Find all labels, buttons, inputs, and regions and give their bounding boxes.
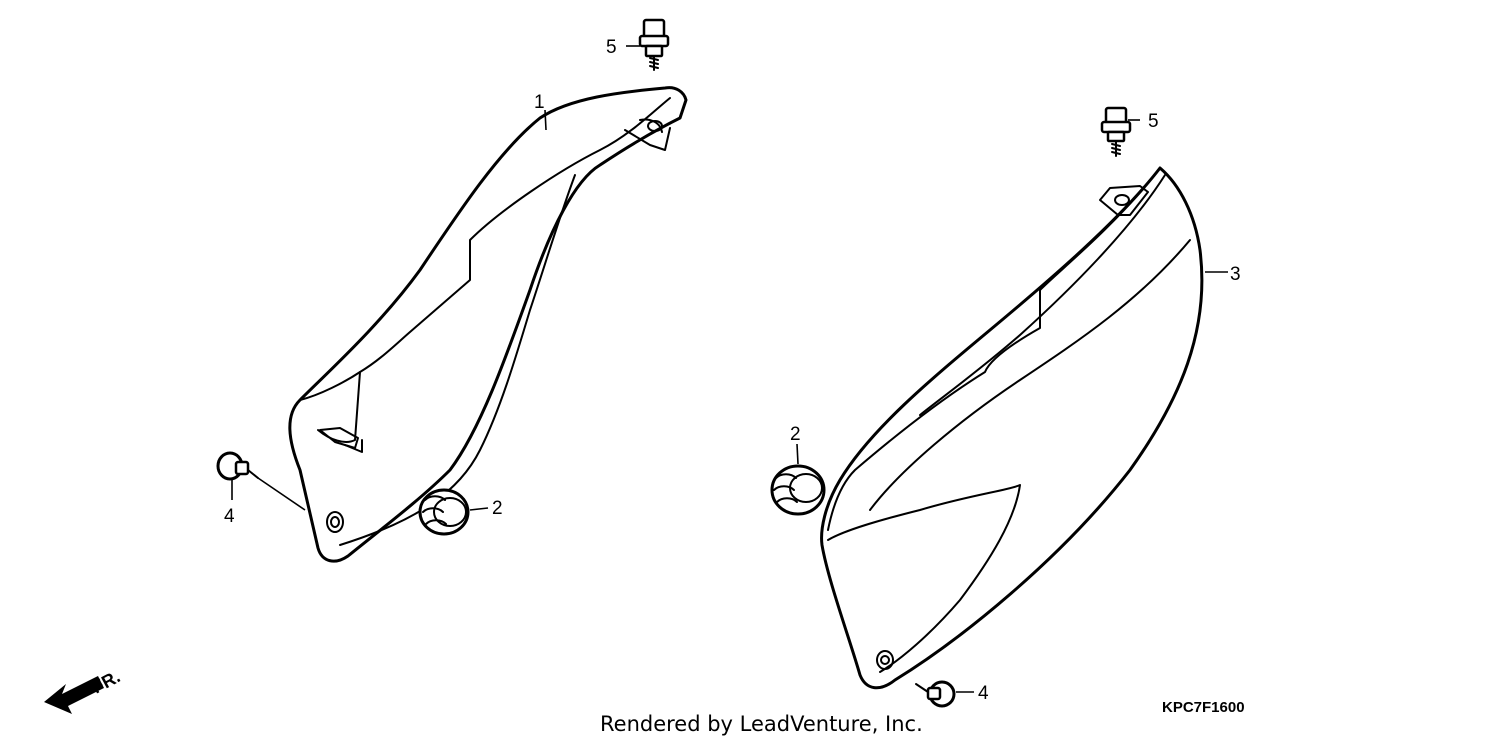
callout-2-right: 2 — [790, 424, 801, 445]
bolt-icon[interactable] — [1100, 106, 1132, 157]
front-direction-arrow-icon — [44, 676, 104, 714]
screw-icon[interactable] — [216, 451, 259, 481]
grommet-icon[interactable] — [418, 488, 470, 536]
callout-5-right: 5 — [1148, 111, 1159, 132]
callout-4-left: 4 — [224, 506, 235, 527]
left-side-cover[interactable] — [288, 86, 688, 563]
callout-4-right: 4 — [978, 683, 989, 704]
grommet-icon[interactable] — [770, 464, 826, 516]
callout-3: 3 — [1230, 264, 1241, 285]
callout-5-left: 5 — [606, 37, 617, 58]
bolt-icon[interactable] — [638, 18, 670, 71]
callout-1: 1 — [534, 92, 545, 113]
leader-lines — [231, 45, 1228, 693]
right-side-cover[interactable] — [820, 166, 1204, 690]
render-credit: Rendered by LeadVenture, Inc. — [600, 712, 923, 736]
screw-icon[interactable] — [915, 680, 956, 708]
callout-2-left: 2 — [492, 498, 503, 519]
diagram-code: KPC7F1600 — [1162, 699, 1245, 716]
